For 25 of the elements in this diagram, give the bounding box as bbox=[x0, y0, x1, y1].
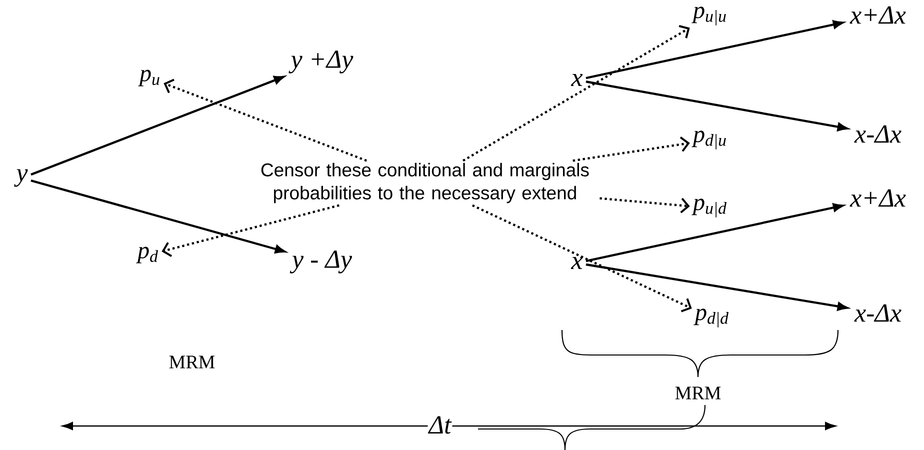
probability-label: p$_{d}$ bbox=[136, 246, 158, 264]
variable-label: y +Δy bbox=[288, 50, 354, 74]
variable-label: x-Δx bbox=[854, 304, 902, 322]
probability-label: p$_{u}$ bbox=[138, 70, 160, 86]
dotted-arrow bbox=[162, 204, 340, 257]
variable-label: x+Δx bbox=[850, 6, 906, 24]
dotted-arrow bbox=[572, 136, 690, 162]
variable-label: x+Δx bbox=[850, 189, 906, 207]
scale-label: MRM bbox=[169, 356, 215, 368]
callout-text: Censor these conditional and marginals probabilities to the necessary extend bbox=[261, 162, 589, 204]
variable-label: y bbox=[14, 169, 28, 187]
dotted-arrow bbox=[164, 78, 367, 162]
branch-arrow bbox=[30, 76, 284, 176]
probability-label: p$_{d|u}$ bbox=[692, 130, 726, 150]
variable-label: x bbox=[570, 257, 583, 269]
variable-label: x bbox=[570, 74, 583, 86]
probability-label: p$_{u|u}$ bbox=[692, 6, 726, 26]
scale-label: MRM bbox=[675, 386, 721, 400]
axis-label: Δt bbox=[428, 415, 452, 435]
branch-arrow bbox=[30, 179, 286, 254]
dotted-arrow bbox=[462, 25, 690, 162]
variable-label: x-Δx bbox=[854, 125, 902, 143]
probability-label: p$_{d|d}$ bbox=[694, 308, 728, 328]
variable-label: y - Δy bbox=[290, 250, 352, 274]
dotted-arrow bbox=[472, 204, 692, 312]
